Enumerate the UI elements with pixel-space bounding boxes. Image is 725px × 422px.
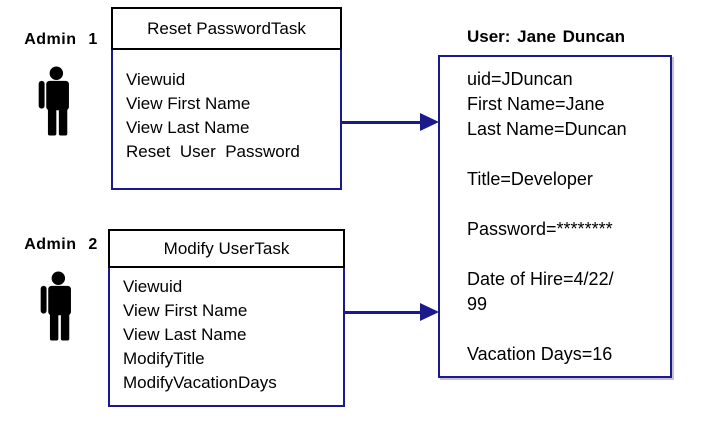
task-line: Reset User Password — [126, 142, 300, 161]
user-record-line: Last Name=Duncan — [467, 119, 627, 139]
arrow-shaft — [341, 120, 420, 124]
task-line: View Last Name — [126, 118, 250, 137]
task-line: Viewuid — [126, 70, 186, 89]
task-title: Modify UserTask — [108, 229, 345, 268]
user-record-title: User: Jane Duncan — [467, 27, 625, 46]
user-record-line — [467, 242, 662, 267]
task-line: View Last Name — [123, 325, 247, 344]
user-record-line: First Name=Jane — [467, 94, 605, 114]
user-record-box: uid=JDuncan First Name=Jane Last Name=Du… — [438, 55, 672, 378]
task-box-modify-user: Modify UserTask Viewuid View First Name … — [108, 229, 345, 407]
admin2-person-icon — [39, 267, 76, 345]
arrow-shaft — [344, 310, 420, 314]
user-record-line — [467, 142, 662, 167]
admin2-label: Admin 2 — [24, 236, 98, 253]
task-line: View First Name — [126, 94, 251, 113]
arrow-head-icon — [420, 303, 439, 321]
user-record-line — [467, 317, 662, 342]
user-record-line: Date of Hire=4/22/ — [467, 269, 614, 289]
arrow-task2-to-user — [344, 303, 439, 321]
user-record-line: 99 — [467, 294, 488, 314]
arrow-task1-to-user — [341, 113, 439, 131]
user-record-line: Vacation Days=16 — [467, 344, 613, 364]
user-record-line — [467, 192, 662, 217]
task-box-reset-password: Reset PasswordTask Viewuid View First Na… — [111, 7, 342, 190]
arrow-head-icon — [420, 113, 439, 131]
user-record-line: uid=JDuncan — [467, 69, 573, 89]
user-record-line: Title=Developer — [467, 169, 593, 189]
task-title: Reset PasswordTask — [111, 7, 342, 50]
task-line: ModifyVacationDays — [123, 373, 277, 392]
user-record-line: Password=******** — [467, 219, 613, 239]
task-line: Viewuid — [123, 277, 183, 296]
task-body: Viewuid View First Name View Last Name M… — [108, 268, 345, 407]
task-line: ModifyTitle — [123, 349, 205, 368]
task-line: View First Name — [123, 301, 248, 320]
task-body: Viewuid View First Name View Last Name R… — [111, 50, 342, 190]
admin1-person-icon — [37, 62, 74, 140]
admin1-label: Admin 1 — [24, 31, 98, 48]
